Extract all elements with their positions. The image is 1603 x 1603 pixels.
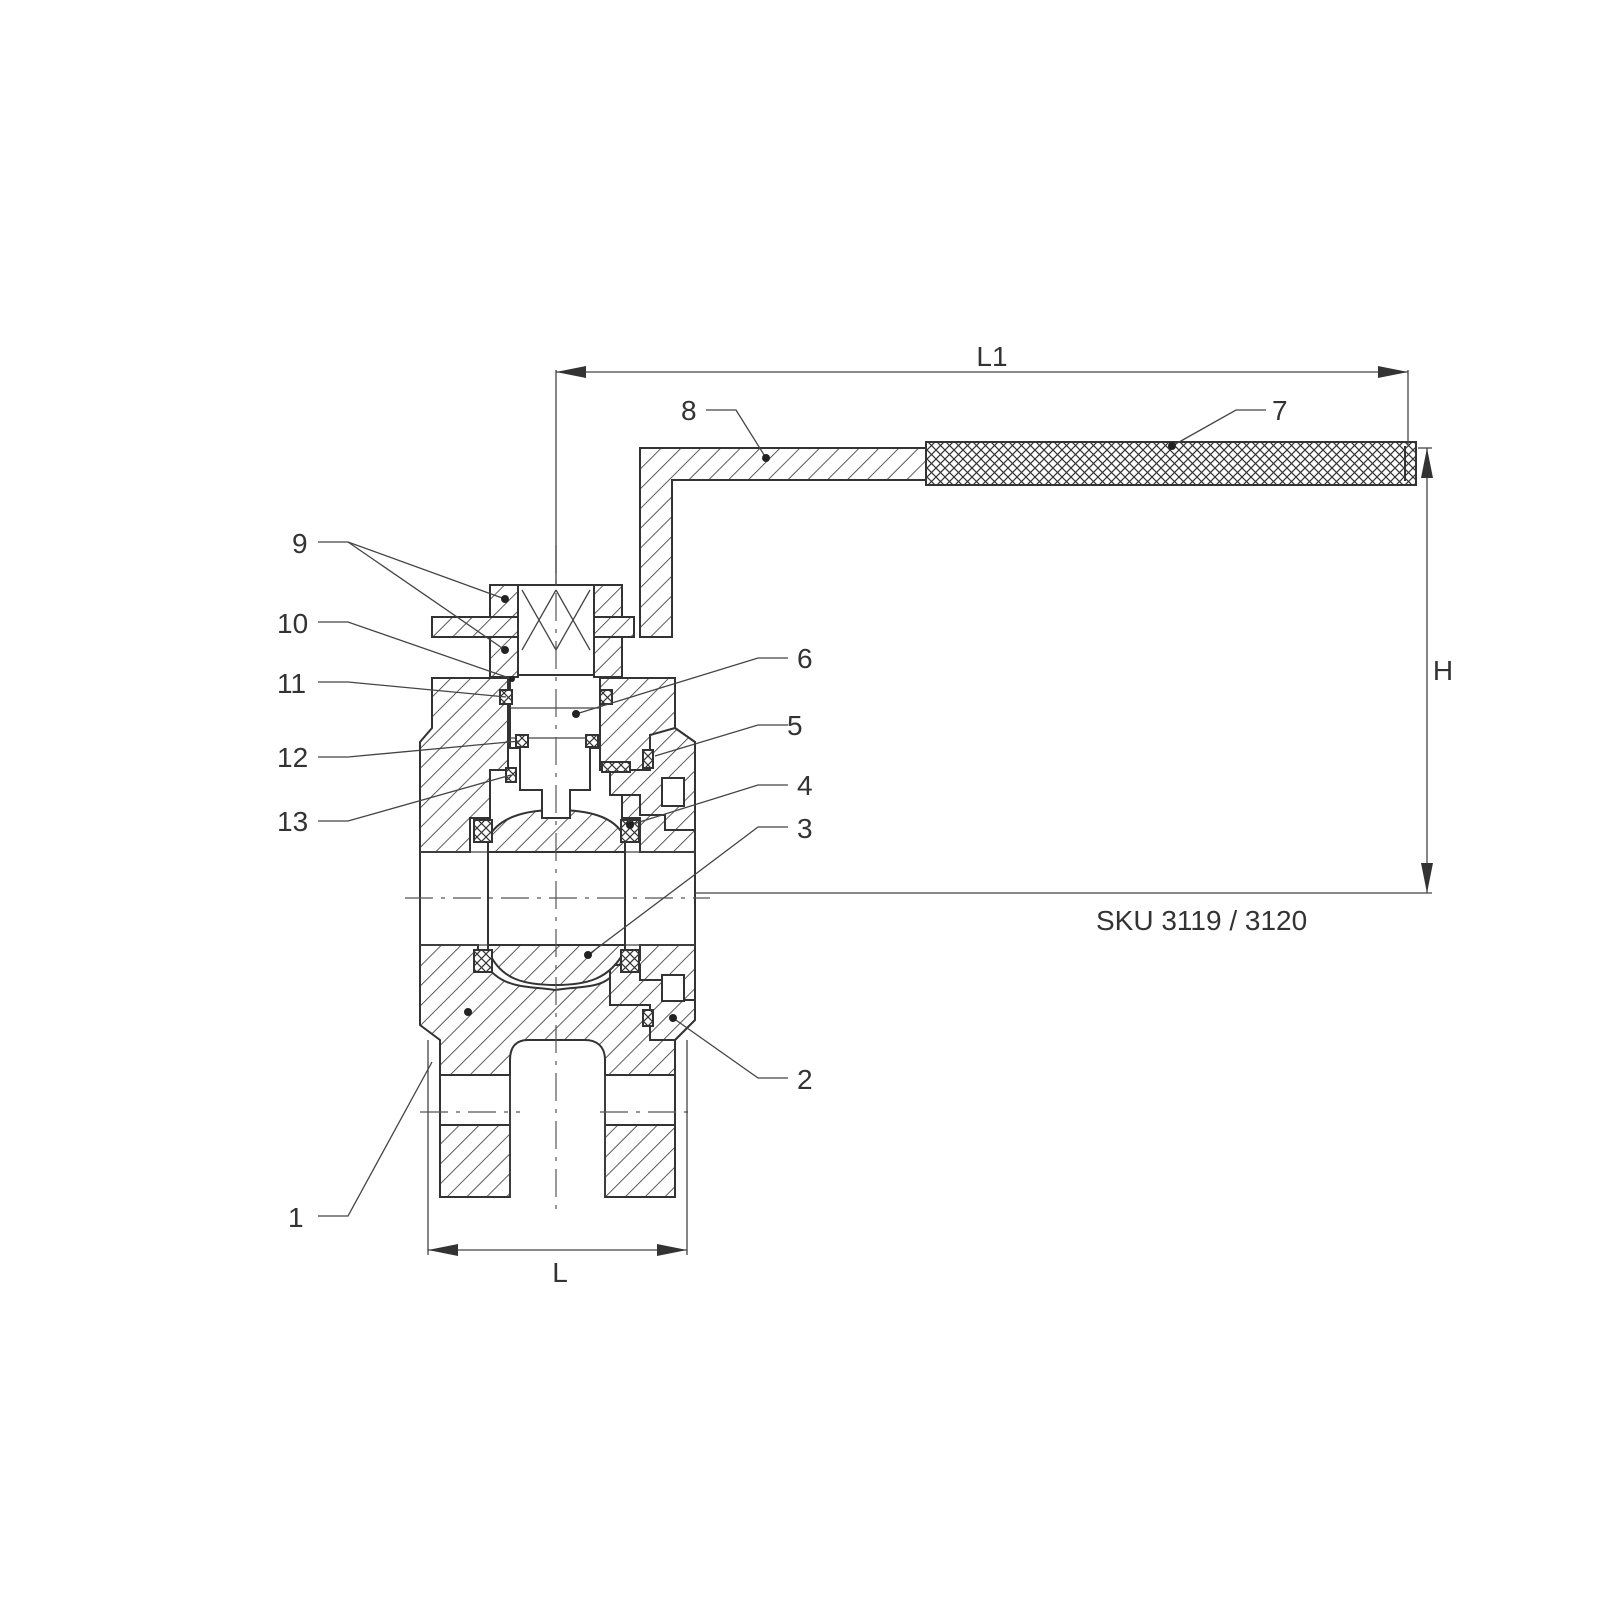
callout-10: 10 (277, 608, 308, 639)
leader-lines (318, 409, 1266, 1217)
callout-3: 3 (797, 813, 813, 844)
callout-1: 1 (288, 1202, 304, 1233)
gland-nuts (431, 584, 635, 678)
dimension-H: H (695, 447, 1453, 894)
callout-12: 12 (277, 742, 308, 773)
handle (639, 441, 1417, 638)
dimension-label-L1: L1 (976, 341, 1007, 372)
dimension-label-L: L (552, 1257, 568, 1288)
callout-9: 9 (292, 528, 308, 559)
callout-13: 13 (277, 806, 308, 837)
center-lines (405, 545, 710, 1215)
dimension-label-H: H (1433, 655, 1453, 686)
callout-4: 4 (797, 770, 813, 801)
sku-label: SKU 3119 / 3120 (1096, 905, 1307, 936)
callout-labels: 1 2 3 4 5 6 7 8 9 10 11 12 13 (277, 395, 1288, 1233)
callout-7: 7 (1272, 395, 1288, 426)
callout-11: 11 (277, 668, 306, 699)
callout-2: 2 (797, 1064, 813, 1095)
dimension-L1: L1 (555, 341, 1409, 585)
dimension-L: L (427, 1040, 688, 1288)
callout-6: 6 (797, 643, 813, 674)
callout-5: 5 (787, 710, 803, 741)
callout-8: 8 (681, 395, 697, 426)
